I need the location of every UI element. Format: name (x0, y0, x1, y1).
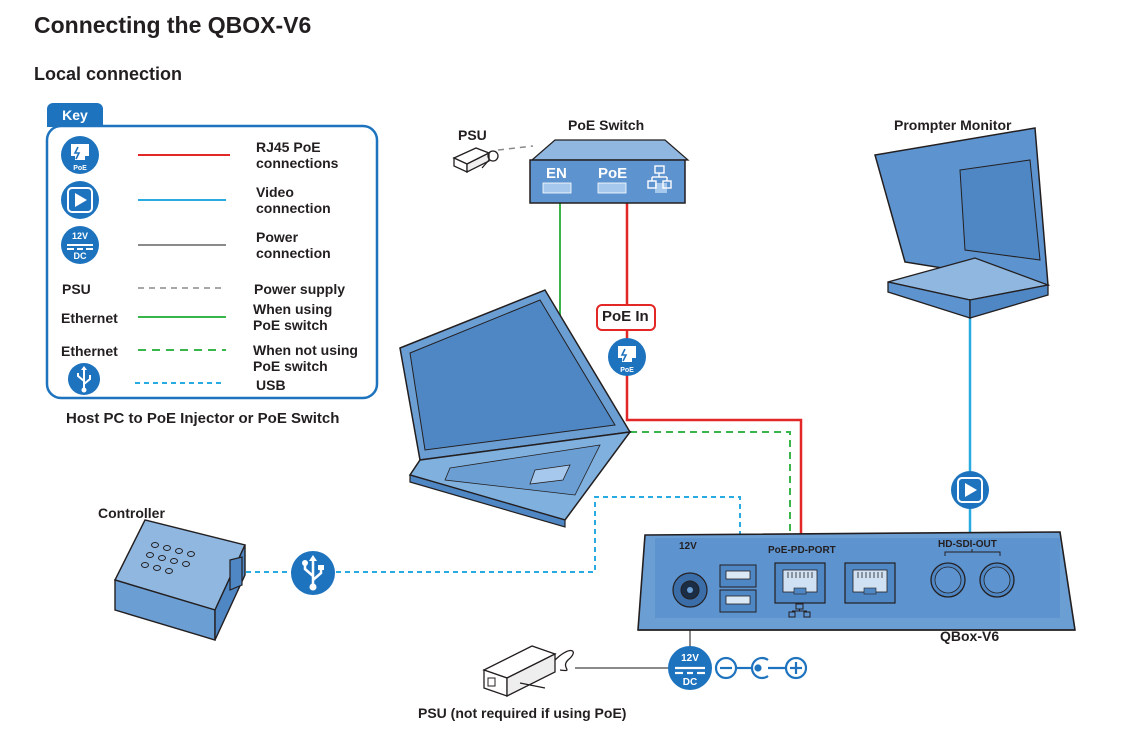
ethernet-direct-line (630, 431, 791, 540)
port-12v-label: 12V (679, 541, 697, 552)
key-name-ethernet: Ethernet (61, 310, 118, 326)
psu-top-device (452, 147, 499, 174)
poe-in-label: PoE In (602, 308, 649, 325)
svg-text:12V: 12V (72, 231, 88, 241)
svg-text:PoE: PoE (620, 367, 634, 374)
page-title: Connecting the QBOX-V6 (34, 12, 312, 38)
usb-icon (291, 551, 335, 595)
poe-in-box (596, 304, 656, 331)
psu-bottom-label: PSU (not required if using PoE) (418, 705, 627, 721)
12v-dc-icon: 12V DC (61, 226, 99, 264)
svg-text:12V: 12V (681, 653, 699, 664)
key-label-ethernet: When using PoE switch (253, 301, 333, 333)
network-icon (647, 165, 672, 189)
laptop-device (399, 289, 632, 528)
hd-sdi-port-1 (930, 562, 966, 598)
controller-device (114, 519, 246, 641)
poe-switch-label: PoE Switch (568, 117, 645, 133)
polarity-symbol (714, 656, 808, 680)
key-caption: Host PC to PoE Injector or PoE Switch (66, 410, 340, 427)
rj45-poe-port (774, 562, 826, 604)
12v-dc-icon: 12V DC (668, 646, 712, 690)
key-label-usb: USB (256, 377, 286, 393)
controller-label: Controller (98, 505, 165, 521)
hd-sdi-port-2 (979, 562, 1015, 598)
page-subtitle: Local connection (34, 64, 183, 84)
poe-switch-device (529, 139, 690, 204)
key-name-psu: PSU (62, 281, 91, 297)
key-label-video: Video connection (256, 184, 331, 216)
key-label-ethernet-dashed: When not using PoE switch (253, 342, 358, 374)
svg-text:DC: DC (683, 677, 697, 688)
svg-text:DC: DC (74, 251, 87, 261)
usb-line (246, 496, 741, 580)
key-label-psu: Power supply (254, 281, 346, 297)
prompter-monitor-device (874, 127, 1051, 319)
psu-bottom-device (482, 645, 574, 698)
poe-line (625, 203, 803, 545)
key-label-poe: RJ45 PoE connections (256, 139, 339, 171)
poe-icon: PoE (608, 338, 646, 376)
dc-jack-port (672, 572, 708, 608)
psu-top-label: PSU (458, 127, 487, 143)
key-name-ethernet-dashed: Ethernet (61, 343, 118, 359)
usb-icon (68, 363, 100, 395)
video-play-icon (61, 181, 99, 219)
psu-supply-line (497, 145, 534, 151)
rj45-port (844, 562, 896, 604)
switch-port-en-label: EN (546, 165, 567, 182)
key-box (45, 124, 379, 400)
network-icon (788, 603, 811, 618)
prompter-monitor-label: Prompter Monitor (894, 117, 1012, 133)
qbox-device (637, 531, 1076, 631)
port-poe-pd-label: PoE-PD-PORT (768, 545, 836, 556)
switch-port-poe-label: PoE (598, 165, 628, 182)
qbox-label: QBox-V6 (940, 628, 1000, 644)
poe-icon: PoE (61, 136, 99, 174)
usb-ports (719, 564, 757, 613)
svg-text:PoE: PoE (73, 165, 87, 172)
video-play-icon (951, 471, 989, 509)
port-hdsdi-label: HD-SDI-OUT (938, 539, 997, 550)
key-label-power: Power connection (256, 229, 331, 261)
key-heading: Key (47, 103, 103, 127)
